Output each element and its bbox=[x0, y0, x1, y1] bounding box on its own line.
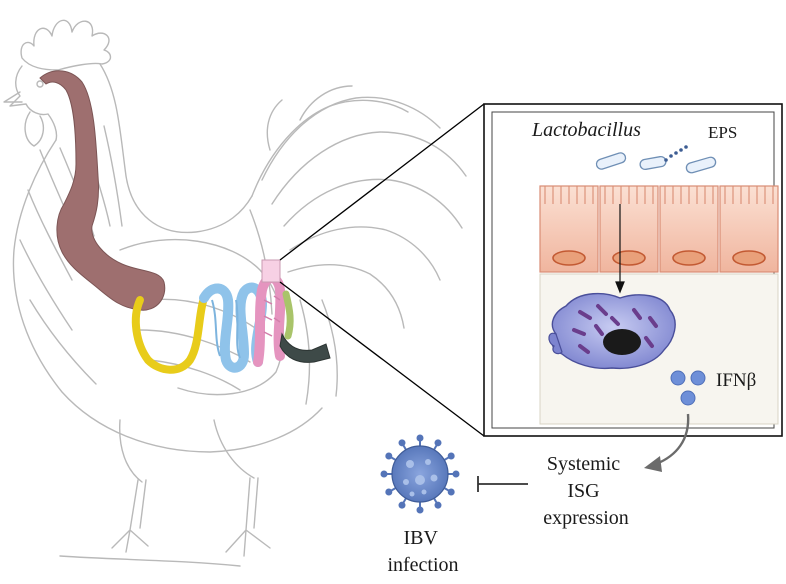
feather-line bbox=[103, 125, 123, 227]
cell-nucleus bbox=[612, 250, 646, 266]
chicken-leg-left bbox=[139, 479, 147, 529]
chicken-thigh bbox=[119, 419, 143, 483]
ifn-beta-particles bbox=[670, 370, 706, 406]
virus-surface-dots bbox=[403, 459, 438, 497]
chicken-leg-left bbox=[111, 479, 149, 553]
ileum-fold bbox=[263, 295, 281, 337]
lactobacillus-bacteria bbox=[595, 152, 717, 174]
ground-shadow bbox=[59, 555, 241, 567]
zoom-lines bbox=[279, 103, 485, 437]
tail-feather bbox=[299, 85, 353, 121]
chicken-comb bbox=[20, 19, 112, 71]
systemic-line-1: Systemic bbox=[547, 453, 620, 475]
tail-feather bbox=[287, 264, 405, 329]
gastrointestinal-tract bbox=[39, 70, 331, 374]
ifn-beta-label: IFNβ bbox=[716, 370, 756, 391]
cell-nucleus bbox=[732, 250, 766, 266]
chicken-beak bbox=[3, 91, 23, 103]
virus-spike-head bbox=[447, 488, 455, 496]
ifn-to-isg-arrow bbox=[644, 413, 690, 472]
tail-feather bbox=[261, 96, 441, 181]
chicken-leg-right bbox=[225, 477, 271, 557]
intestine-inset: Lactobacillus EPS IFNβ bbox=[483, 103, 783, 437]
chicken-eye bbox=[36, 80, 44, 88]
phagocytosed-bacteria bbox=[572, 304, 658, 354]
virus-spike-head bbox=[398, 501, 406, 509]
feather-line bbox=[29, 299, 97, 385]
chicken-wattle bbox=[24, 111, 45, 147]
chicken-neck-back bbox=[99, 63, 253, 234]
colon bbox=[279, 332, 331, 363]
virus-spike-head bbox=[385, 488, 393, 496]
cecum bbox=[282, 290, 294, 340]
chicken-outline bbox=[3, 19, 467, 567]
tail-feather bbox=[271, 131, 467, 205]
chicken-tail bbox=[251, 99, 409, 197]
epithelial-layer bbox=[539, 185, 779, 273]
chicken-breast bbox=[12, 139, 323, 453]
cell-nucleus bbox=[552, 250, 586, 266]
tail-feather bbox=[266, 99, 283, 151]
eps-label: EPS bbox=[708, 123, 737, 142]
systemic-isg-label: Systemic ISG expression bbox=[543, 453, 629, 529]
virus-spike-head bbox=[416, 506, 424, 514]
rump-line bbox=[249, 209, 273, 315]
bacteria-label: Lactobacillus bbox=[531, 119, 641, 141]
virus-spike-head bbox=[447, 452, 455, 460]
chicken-head bbox=[9, 65, 58, 141]
jejunum bbox=[199, 282, 268, 373]
macrophage bbox=[548, 292, 676, 370]
esophagus bbox=[39, 70, 166, 311]
ibv-line-2: infection bbox=[387, 554, 458, 576]
macrophage-nucleus bbox=[603, 329, 641, 355]
virus-spike-head bbox=[380, 470, 388, 478]
tail-feather bbox=[283, 178, 463, 229]
ibv-virus-icon bbox=[380, 434, 460, 514]
tail-feather bbox=[289, 226, 441, 281]
virus-spike-head bbox=[434, 501, 442, 509]
inhibition-arrow bbox=[477, 476, 528, 492]
zoom-region-marker bbox=[261, 259, 281, 283]
virus-spike-head bbox=[434, 439, 442, 447]
wing-line bbox=[149, 298, 259, 331]
systemic-line-3: expression bbox=[543, 507, 629, 529]
virus-spike-head bbox=[452, 470, 460, 478]
rump-line bbox=[321, 299, 338, 397]
virus-spike-head bbox=[385, 452, 393, 460]
cell-nucleus bbox=[672, 250, 706, 266]
wing-line bbox=[149, 359, 241, 391]
duodenum bbox=[131, 294, 208, 374]
feather-line bbox=[27, 189, 73, 281]
eps-uptake-arrow bbox=[615, 204, 625, 294]
virus-spike-head bbox=[416, 434, 424, 442]
systemic-line-2: ISG bbox=[567, 480, 599, 502]
virus-body bbox=[391, 445, 449, 503]
chicken-leg-right bbox=[253, 477, 259, 529]
microvilli bbox=[544, 186, 774, 204]
chicken-thigh bbox=[213, 419, 255, 479]
eps-dots bbox=[664, 145, 688, 162]
virus-spike-head bbox=[398, 439, 406, 447]
feather-line bbox=[19, 239, 73, 331]
ibv-infection-label: IBV infection bbox=[387, 527, 458, 576]
jejunum-fold bbox=[211, 299, 241, 359]
ibv-line-1: IBV bbox=[403, 527, 438, 549]
macrophage-pseudopod bbox=[548, 332, 563, 355]
